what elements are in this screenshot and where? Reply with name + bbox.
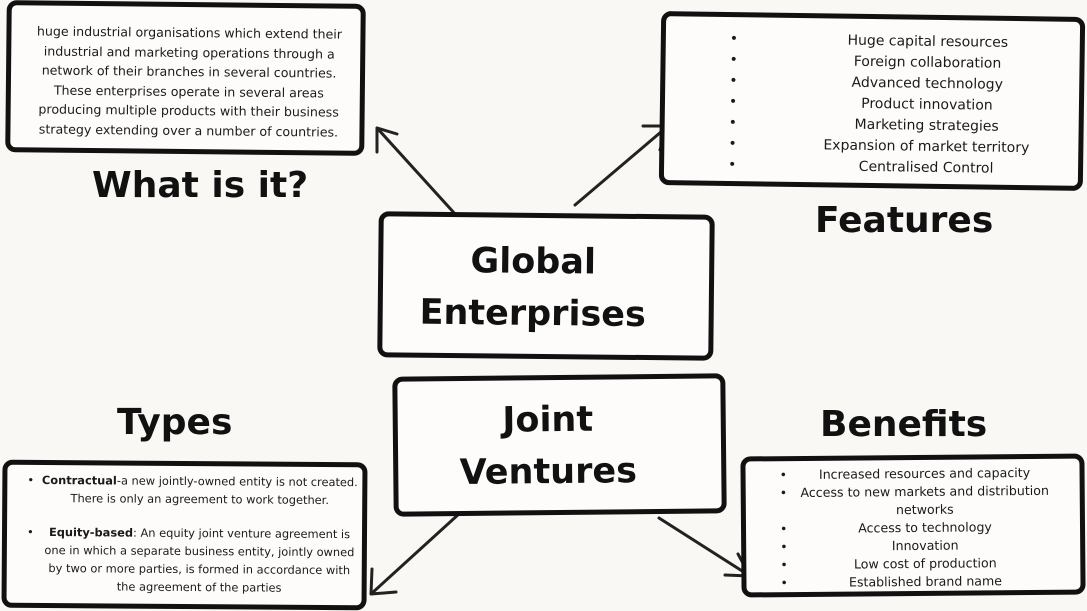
types-item-equity: Equity-based: An equity joint venture ag… bbox=[15, 523, 360, 597]
arrow-to-what-is-it bbox=[375, 126, 458, 217]
features-box: Huge capital resources Foreign collabora… bbox=[658, 11, 1086, 191]
arrow-to-benefits bbox=[657, 516, 752, 578]
benefits-box: Increased resources and capacity Access … bbox=[740, 453, 1086, 598]
what-is-it-line: strategy extending over a number of coun… bbox=[38, 120, 339, 140]
global-enterprises-title: Global Enterprises bbox=[382, 234, 683, 341]
features-item: Centralised Control bbox=[664, 154, 1078, 181]
types-box: Contractual-a new jointly-owned entity i… bbox=[1, 459, 368, 611]
joint-ventures-title: Joint Ventures bbox=[397, 393, 698, 500]
types-heading: Types bbox=[117, 402, 233, 443]
types-content: Contractual-a new jointly-owned entity i… bbox=[15, 471, 361, 597]
benefits-item: Established brand name bbox=[746, 572, 1080, 593]
contractual-term: Contractual bbox=[41, 473, 117, 488]
benefits-heading: Benefits bbox=[820, 404, 988, 445]
joint-title-line: Joint bbox=[502, 399, 594, 441]
features-heading: Features bbox=[815, 200, 994, 241]
features-list: Huge capital resources Foreign collabora… bbox=[664, 28, 1080, 181]
arrow-to-features bbox=[573, 124, 670, 207]
joint-ventures-box: Joint Ventures bbox=[392, 373, 727, 517]
types-item-contractual: Contractual-a new jointly-owned entity i… bbox=[15, 471, 360, 509]
what-is-it-box: huge industrial organisations which exte… bbox=[5, 0, 366, 156]
equity-term: Equity-based bbox=[48, 525, 134, 540]
benefits-list: Increased resources and capacity Access … bbox=[745, 464, 1080, 593]
joint-title-line: Ventures bbox=[459, 451, 638, 494]
arrow-to-types bbox=[369, 511, 462, 596]
global-enterprises-box: Global Enterprises bbox=[377, 211, 715, 361]
global-title-line: Enterprises bbox=[419, 292, 647, 336]
global-title-line: Global bbox=[470, 241, 597, 283]
what-is-it-heading: What is it? bbox=[92, 165, 309, 206]
benefits-item: Access to new markets and distribution n… bbox=[746, 482, 1080, 521]
what-is-it-text: huge industrial organisations which exte… bbox=[20, 21, 357, 142]
